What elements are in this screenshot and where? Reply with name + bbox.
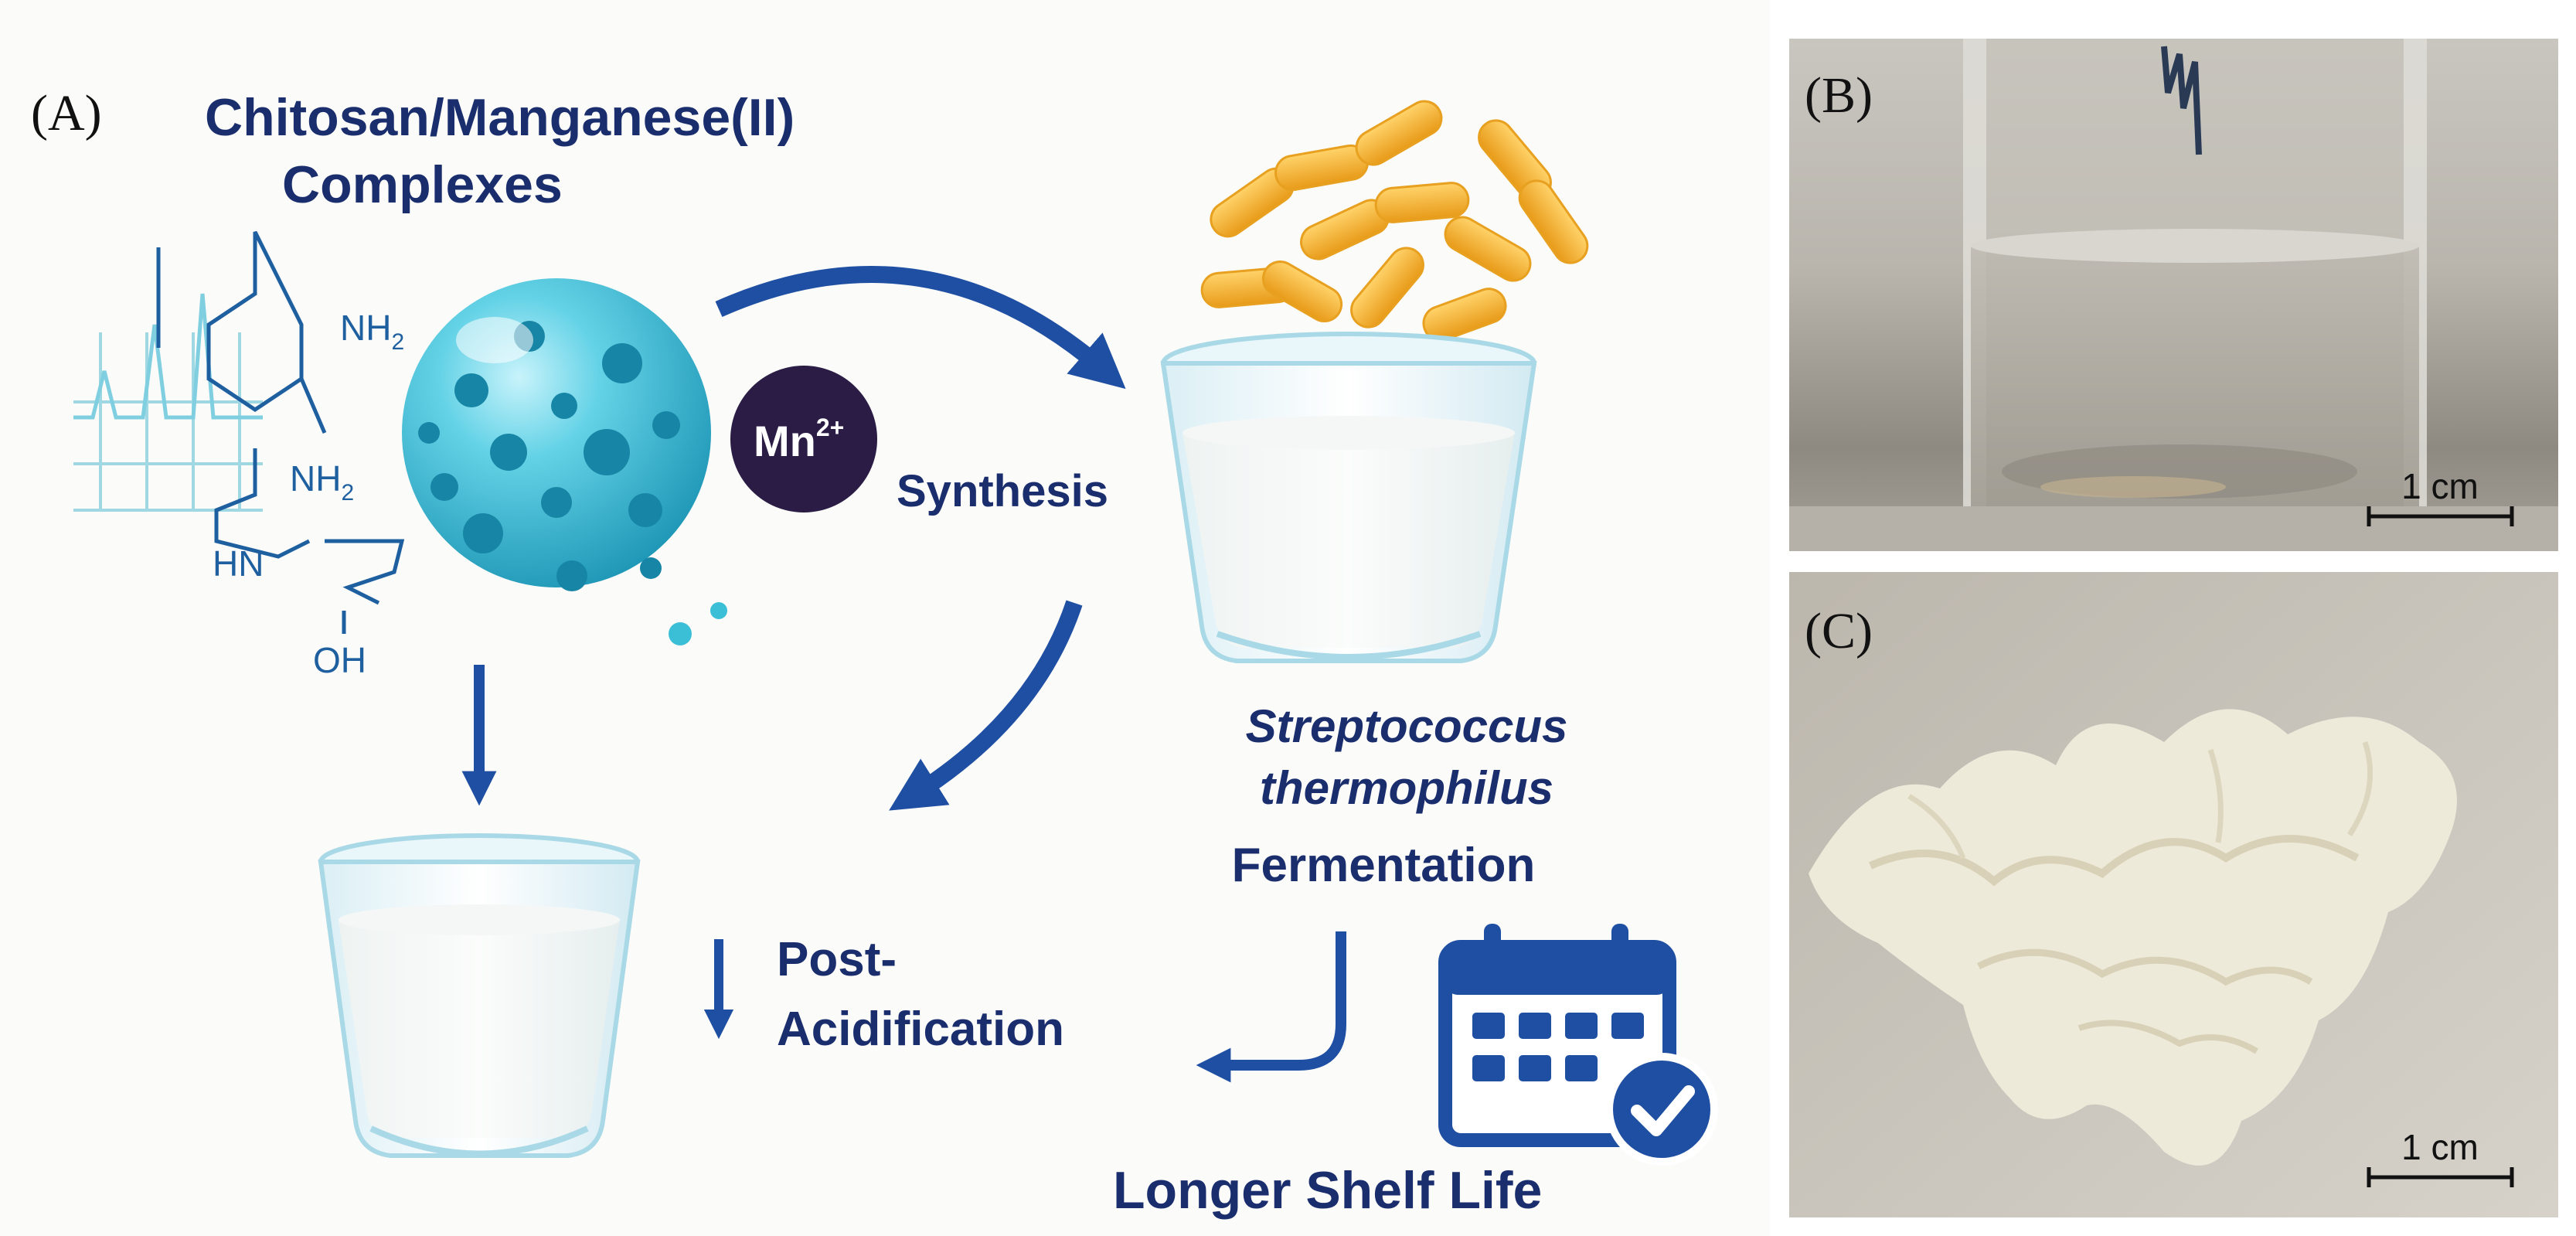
panel-a-label: (A)	[31, 85, 102, 141]
title-line-1: Chitosan/Manganese(II)	[205, 88, 795, 147]
fermentation-glass	[1160, 332, 1537, 663]
photo-b	[1789, 39, 2558, 551]
panel-c-label: (C)	[1805, 603, 1873, 659]
nh2-top-label: NH2	[340, 308, 404, 355]
shelf-life-arrow	[1196, 931, 1346, 1083]
post-label-line-2: Acidification	[777, 1003, 1064, 1056]
chitosan-complex-sphere	[402, 278, 727, 645]
post-label-line-1: Post-	[777, 933, 897, 986]
mn-ion-label: Mn2+	[754, 414, 844, 465]
scale-text-b: 1 cm	[2401, 466, 2479, 506]
photo-c	[1789, 572, 2558, 1217]
scale-text-c: 1 cm	[2401, 1127, 2479, 1167]
title-line-2: Complexes	[282, 155, 563, 214]
organism-line-2: thermophilus	[1260, 762, 1553, 814]
yogurt-glass	[318, 833, 641, 1158]
synthesis-label: Synthesis	[897, 466, 1108, 516]
shelf-life-label: Longer Shelf Life	[1113, 1161, 1542, 1220]
calendar-icon	[1438, 924, 1718, 1166]
spectrum-graphic	[73, 293, 263, 512]
nh2-mid-label: NH2	[290, 458, 354, 506]
oh-label: OH	[313, 640, 366, 680]
synthesis-arrow	[715, 266, 1126, 390]
bacteria-cluster	[1200, 100, 1589, 342]
panel-b-label: (B)	[1805, 67, 1873, 124]
mn-ion-circle	[730, 366, 877, 512]
chitosan-structure	[156, 230, 405, 634]
fermentation-label: Fermentation	[1232, 839, 1536, 892]
hn-label: HN	[213, 543, 264, 584]
organism-line-1: Streptococcus	[1246, 700, 1568, 752]
return-arrow	[889, 600, 1083, 811]
